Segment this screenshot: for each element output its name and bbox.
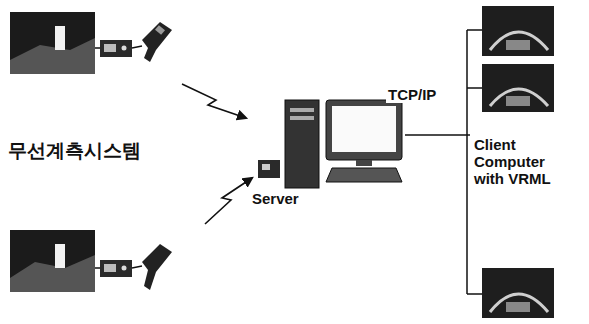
server-node: Server bbox=[248, 92, 405, 214]
wire bbox=[95, 267, 100, 269]
wire bbox=[132, 266, 142, 268]
server-icon bbox=[258, 100, 402, 188]
sensor bbox=[142, 22, 172, 62]
site-photo bbox=[10, 12, 95, 74]
system-label: 무선계측시스템 bbox=[8, 138, 141, 164]
protocol-label: TCP/IP bbox=[386, 86, 438, 103]
site-photo bbox=[10, 230, 95, 292]
client-screen bbox=[482, 64, 554, 112]
wireless-bolt bbox=[205, 178, 252, 224]
logger-device bbox=[100, 40, 132, 57]
client-screen bbox=[482, 6, 554, 56]
wire bbox=[95, 47, 100, 49]
logger-device bbox=[100, 260, 132, 277]
wire bbox=[132, 46, 142, 48]
node-label: Client Computer with VRML bbox=[474, 136, 552, 187]
sensor bbox=[142, 244, 172, 290]
network-link bbox=[405, 134, 470, 136]
node-label: Server bbox=[252, 190, 403, 207]
client-node: Client Computer with VRML bbox=[470, 128, 554, 189]
client-screen bbox=[482, 268, 554, 318]
wireless-bolt bbox=[182, 84, 246, 118]
